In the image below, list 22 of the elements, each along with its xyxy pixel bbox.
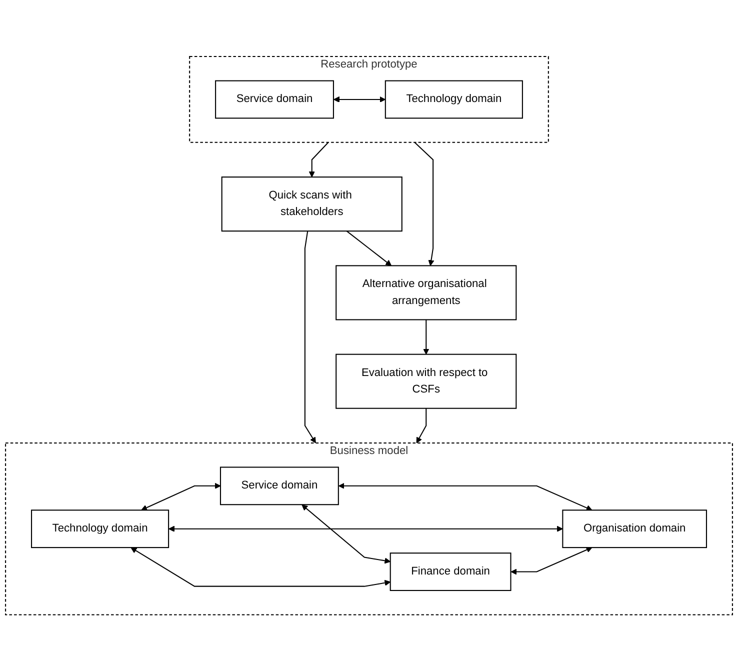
arrow (346, 230, 392, 266)
node-box: Alternative organisational arrangements (336, 265, 517, 320)
node-box: Finance domain (390, 552, 512, 591)
node-box: Service domain (220, 466, 339, 505)
arrow (416, 408, 427, 444)
arrow (510, 546, 592, 575)
node-box: Service domain (215, 80, 334, 119)
node-box: Technology domain (31, 510, 170, 548)
arrow (141, 482, 221, 510)
arrow (302, 504, 391, 564)
arrow (130, 547, 391, 587)
arrow (333, 96, 386, 102)
node-box: Organisation domain (562, 510, 707, 548)
arrow (414, 142, 434, 266)
node-box: Quick scans with stakeholders (221, 176, 402, 232)
node-box: Technology domain (384, 80, 523, 119)
node-box: Evaluation with respect to CSFs (336, 354, 517, 409)
arrow (308, 142, 329, 178)
arrow (338, 482, 592, 511)
arrow (168, 526, 563, 532)
arrow (423, 320, 430, 354)
arrow (304, 230, 316, 444)
